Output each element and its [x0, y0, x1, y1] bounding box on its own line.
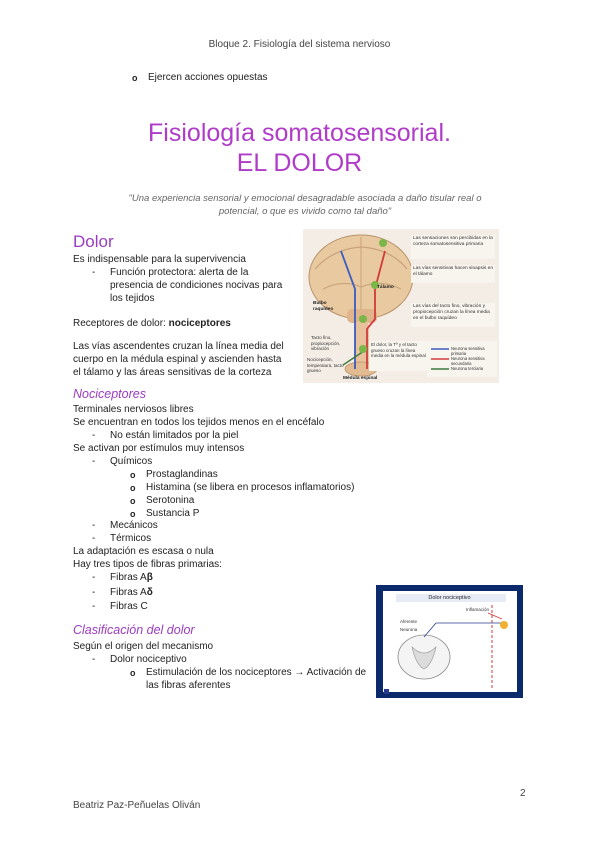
quote-line: potencial, o que es vivido como tal daño…	[218, 206, 392, 217]
figure-label: Neurona	[400, 627, 418, 632]
list-item: Sustancia P	[130, 508, 199, 521]
figure-label-nocicepcion: Nocicepción, temperatura, tacto grueso	[307, 357, 344, 373]
legend-entry: Neurona terciaria	[451, 366, 484, 371]
section-heading-dolor: Dolor	[73, 232, 114, 251]
paragraph: Las vías ascendentes cruzan la línea med…	[73, 341, 284, 352]
list-item: Fibras C	[92, 601, 148, 614]
page-title-line2: EL DOLOR	[236, 149, 363, 177]
receptores-text: Receptores de dolor:	[73, 318, 169, 329]
list-item-continuation: los tejidos	[110, 293, 155, 304]
paragraph: Se activan por estímulos muy intensos	[73, 443, 245, 454]
list-item-continuation: presencia de condiciones nocivas para	[110, 280, 283, 291]
paragraph: Hay tres tipos de fibras primarias:	[73, 559, 222, 570]
figure-label: Inflamación	[466, 607, 490, 612]
page-header: Bloque 2. Fisiología del sistema nervios…	[208, 39, 391, 50]
paragraph: el tálamo y las áreas sensitivas de la c…	[73, 367, 272, 378]
list-item-fibra-ab: Fibras Aβ	[92, 572, 153, 585]
fibra-text: Fibras A	[110, 587, 147, 598]
figure-title: Dolor nociceptivo	[428, 595, 471, 601]
list-item: Dolor nociceptivo	[92, 654, 187, 667]
list-item: Estimulación de los nociceptores → Activ…	[130, 667, 366, 680]
paragraph-receptores: Receptores de dolor: nociceptores	[73, 318, 231, 331]
legend-entry: Neurona sensitiva primaria	[451, 346, 485, 356]
list-item: Térmicos	[92, 533, 151, 546]
legend-entry: Neurona sensitiva secundaria	[451, 356, 485, 366]
brain-illustration	[308, 234, 497, 377]
figure-label-tacto: Tacto fino, propiocepción, vibración	[311, 335, 341, 351]
list-item-fibra-ad: Fibras Aδ	[92, 587, 153, 600]
fibra-symbol: δ	[146, 587, 153, 598]
list-item: Mecánicos	[92, 520, 158, 533]
figure-label: Las vías del tacto fino, vibración y pro…	[413, 304, 490, 321]
page-title-line1: Fisiología somatosensorial.	[148, 119, 451, 147]
nociceptive-pain-figure: Dolor nociceptivo Inflamación Aferente N…	[376, 585, 523, 698]
list-item: Químicos	[92, 456, 152, 469]
receptores-bold: nociceptores	[168, 318, 231, 329]
footer-author: Beatriz Paz-Peñuelas Oliván	[73, 800, 201, 811]
paragraph: Terminales nerviosos libres	[73, 404, 194, 415]
definition-quote: "Una experiencia sensorial y emocional d…	[120, 192, 490, 218]
paragraph: Es indispensable para la supervivencia	[73, 254, 246, 265]
quote-line: "Una experiencia sensorial y emocional d…	[128, 193, 482, 204]
somatosensory-pathways-figure: Las sensaciones son percibidas en la cor…	[303, 229, 499, 383]
paragraph: cuerpo en la médula espinal y ascienden …	[73, 354, 282, 365]
figure-label: Aferente	[400, 619, 418, 624]
figure-label: El dolor, la Tª y el tacto grueso cruzan…	[371, 342, 426, 358]
section-heading-clasificacion: Clasificación del dolor	[73, 623, 195, 637]
page-number: 2	[520, 788, 526, 799]
list-item: Histamina (se libera en procesos inflama…	[130, 482, 354, 495]
section-heading-nociceptores: Nociceptores	[73, 387, 146, 401]
spinal-cord-illustration	[383, 591, 517, 694]
fibra-text: Fibras A	[110, 572, 147, 583]
list-item: No están limitados por la piel	[92, 430, 238, 443]
paragraph: Según el origen del mecanismo	[73, 641, 214, 652]
figure-label-medula: Médula espinal	[343, 376, 378, 381]
figure-label-talamo: Tálamo	[377, 285, 394, 290]
figure-label: Las sensaciones son percibidas en la cor…	[413, 236, 493, 247]
figure-label: Las vías sensitivas hacen sinapsis en el…	[413, 266, 493, 277]
list-item-continuation: las fibras aferentes	[146, 680, 231, 691]
paragraph: Se encuentran en todos los tejidos menos…	[73, 417, 325, 428]
fibra-symbol: β	[146, 572, 153, 583]
list-item: Función protectora: alerta de la	[92, 267, 248, 280]
list-item: Ejercen acciones opuestas	[132, 72, 267, 85]
figure-label-bulbo: Bulbo raquídeo	[313, 301, 334, 312]
paragraph: La adaptación es escasa o nula	[73, 546, 214, 557]
list-item: Prostaglandinas	[130, 469, 218, 482]
list-item: Serotonina	[130, 495, 195, 508]
